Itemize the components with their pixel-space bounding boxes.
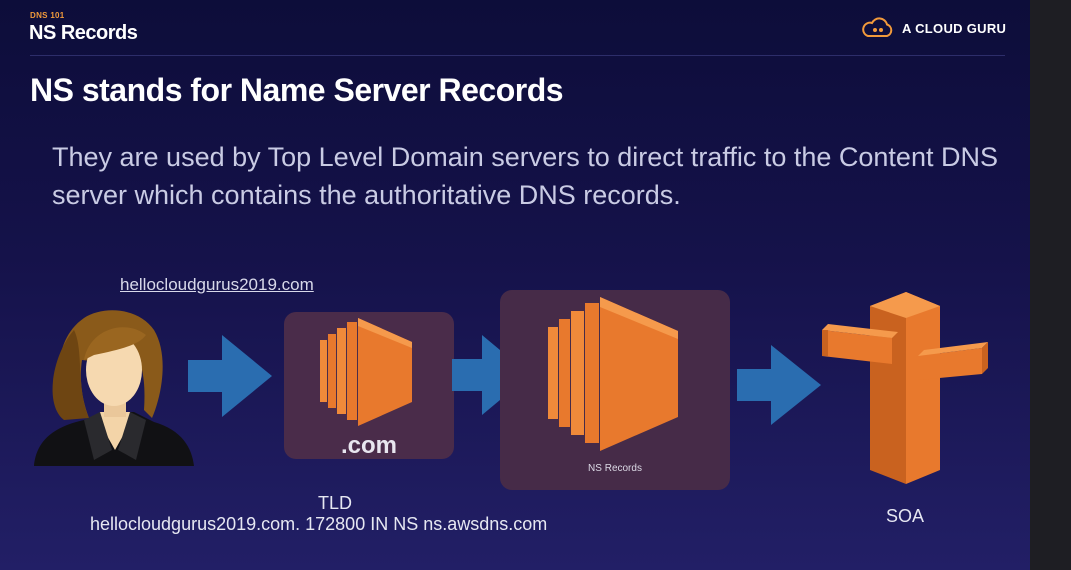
header-divider [30,55,1005,56]
slide: DNS 101 NS Records A CLOUD GURU NS stand… [0,0,1030,570]
tld-caption: TLD [317,493,352,513]
route53-icon [822,292,988,484]
arrow-right-icon [188,335,272,417]
section-kicker: DNS 101 [30,11,65,20]
server-icon [548,297,678,451]
tld-box-label: .com [340,432,397,459]
side-panel [1030,0,1071,570]
body-text: They are used by Top Level Domain server… [52,142,998,210]
brand-name: A CLOUD GURU [902,20,1007,36]
arrow-right-icon [452,335,530,415]
ns-box-label: NS Records [588,463,642,474]
user-avatar-icon [34,310,194,466]
cloud-guru-logo-icon [862,17,893,37]
slide-header-title: NS Records [29,22,138,44]
domain-link[interactable]: hellocloudgurus2019.com [120,275,314,294]
brand-logo: A CLOUD GURU [860,16,1006,40]
ns-record-line: hellocloudgurus2019.com. 172800 IN NS ns… [90,514,548,534]
server-icon [320,318,412,426]
arrow-right-icon [737,345,821,425]
page-title: NS stands for Name Server Records [30,72,564,108]
soa-caption: SOA [885,506,924,526]
